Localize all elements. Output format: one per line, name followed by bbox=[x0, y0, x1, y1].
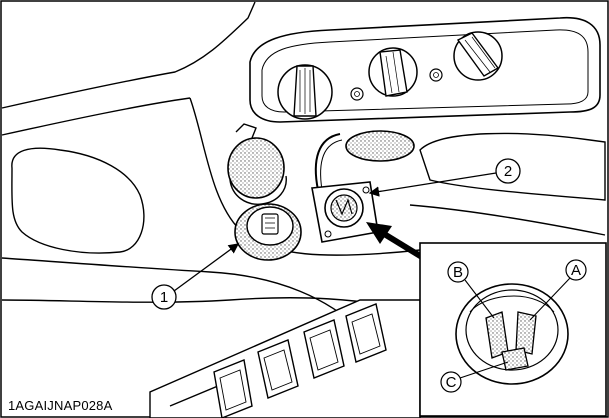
label-a-circle bbox=[565, 259, 587, 281]
accessory-socket-2 bbox=[311, 130, 415, 243]
label-c-text: C bbox=[446, 374, 457, 391]
temperature-knob bbox=[368, 47, 418, 97]
label-b-circle bbox=[447, 261, 469, 283]
label-c-circle bbox=[440, 371, 462, 393]
socket-2-cap bbox=[345, 130, 415, 162]
heater-control-panel bbox=[249, 16, 601, 123]
label-b-text: B bbox=[453, 264, 463, 281]
indicator-lamp-right bbox=[429, 68, 443, 82]
accessory-socket-1 bbox=[227, 123, 302, 261]
callout-1-circle bbox=[151, 284, 177, 310]
callout-2-leader bbox=[368, 172, 497, 197]
leader-c bbox=[459, 361, 509, 379]
callout-1-label: 1 bbox=[160, 289, 168, 306]
storage-tray bbox=[11, 147, 145, 254]
callout-1-leader bbox=[173, 243, 240, 292]
figure-code: 1AGAIJNAP028A bbox=[6, 398, 115, 414]
callout-2-label: 2 bbox=[504, 163, 512, 180]
socket-detail-inset bbox=[419, 242, 607, 417]
leader-b bbox=[464, 279, 495, 319]
leader-a bbox=[529, 277, 571, 321]
indicator-lamp-left bbox=[350, 87, 364, 101]
air-mode-knob bbox=[453, 31, 503, 81]
callout-2-circle bbox=[495, 158, 521, 184]
switch-panel bbox=[149, 299, 421, 418]
terminal-c bbox=[501, 347, 529, 371]
terminal-a bbox=[515, 311, 537, 355]
label-a-text: A bbox=[571, 262, 581, 279]
socket-1-cap bbox=[227, 137, 285, 199]
fan-speed-knob bbox=[277, 64, 333, 120]
